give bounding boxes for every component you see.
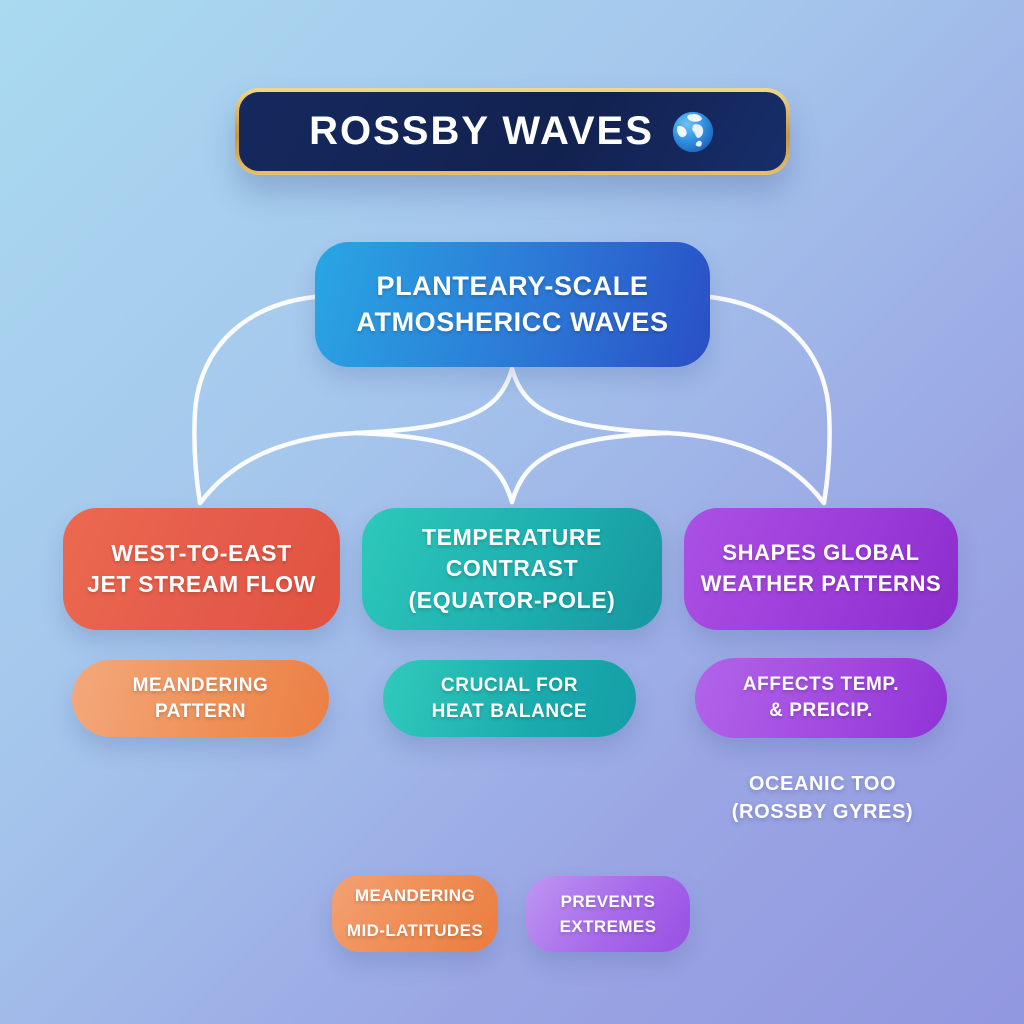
- node-temperature-contrast: TEMPERATURE CONTRAST (EQUATOR-POLE): [362, 508, 662, 630]
- globe-icon: [672, 111, 714, 152]
- pill-label-line: HEAT BALANCE: [431, 700, 588, 722]
- node-label-line: WEST-TO-EAST: [111, 539, 292, 566]
- pill-label-line: MEANDERING: [132, 674, 269, 696]
- node-west-to-east-jet-stream: WEST-TO-EAST JET STREAM FLOW: [63, 508, 340, 630]
- box-label-line: EXTREMES: [559, 917, 657, 936]
- box-label-line: MEANDERING: [354, 886, 476, 905]
- node-label-line: WEATHER PATTERNS: [700, 571, 942, 596]
- pill-label-line: AFFECTS TEMP.: [742, 674, 900, 696]
- note-line: OCEANIC TOO: [748, 773, 897, 795]
- title-banner: ROSSBY WAVES: [235, 88, 790, 175]
- connector-branch2-arch-left: [353, 430, 515, 505]
- node-label-line: SHAPES GLOBAL: [722, 540, 920, 566]
- node-label-line: TEMPERATURE CONTRAST: [422, 524, 602, 582]
- box-prevents-extremes: PREVENTS EXTREMES: [526, 876, 690, 952]
- pill-label-line: & PREICIP.: [769, 700, 873, 721]
- node-label-line: JET STREAM FLOW: [87, 571, 316, 597]
- box-label-line: MID-LATITUDES: [346, 921, 484, 940]
- box-label-line: PREVENTS: [560, 891, 656, 911]
- node-planetary-scale-waves: PLANTEARY-SCALE ATMOSHERICC WAVES: [315, 242, 710, 367]
- pill-meandering-pattern: MEANDERING PATTERN: [72, 660, 329, 737]
- pill-label-line: PATTERN: [154, 700, 247, 722]
- connector-root-to-branch3-outer: [707, 294, 832, 506]
- pill-label-line: CRUCIAL FOR: [440, 674, 579, 696]
- pill-crucial-for-heat-balance: CRUCIAL FOR HEAT BALANCE: [383, 660, 636, 737]
- title-banner-inner: ROSSBY WAVES: [239, 92, 786, 171]
- box-meandering-mid-latitudes: MEANDERING MID-LATITUDES: [332, 875, 498, 952]
- pill-affects-temp-precip: AFFECTS TEMP. & PREICIP.: [695, 658, 947, 738]
- connector-root-to-branch1-outer: [192, 294, 317, 506]
- node-shapes-global-weather: SHAPES GLOBAL WEATHER PATTERNS: [684, 508, 958, 630]
- connector-branch2-arch-right: [509, 430, 671, 505]
- connector-root-fan-left: [198, 366, 515, 505]
- note-line: (ROSSBY GYRES): [731, 801, 914, 823]
- node-label-line: (EQUATOR-POLE): [408, 586, 616, 613]
- connector-root-fan-right: [509, 366, 826, 505]
- node-label-line: ATMOSHERICC WAVES: [356, 306, 669, 337]
- node-label-line: PLANTEARY-SCALE: [376, 271, 649, 302]
- page-title: ROSSBY WAVES: [309, 109, 654, 153]
- note-oceanic-too: OCEANIC TOO (ROSSBY GYRES): [690, 770, 955, 826]
